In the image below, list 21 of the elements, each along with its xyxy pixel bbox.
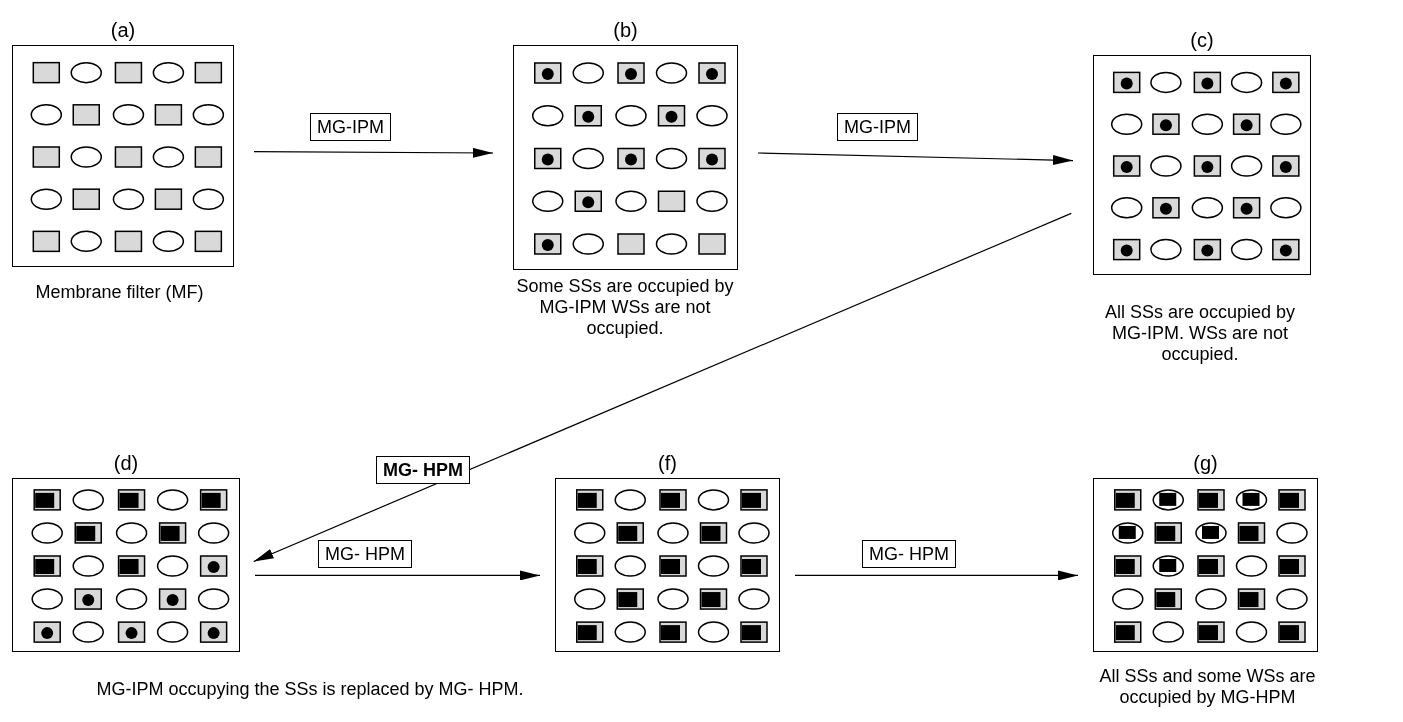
panel-label: (c) <box>1189 28 1215 52</box>
panel-caption: Some SSs are occupied by MG-IPM WSs are not occupied. <box>515 276 735 339</box>
edge-label: MG-IPM <box>310 113 391 141</box>
note-text: MG-IPM occupying the SSs is replaced by MG- HPM. <box>95 679 525 700</box>
edge-label: MG- HPM <box>318 540 412 568</box>
arrow <box>794 570 1079 581</box>
edge-label: MG-IPM <box>837 113 918 141</box>
panel-caption: All SSs are occupied by MG-IPM. WSs are not occupied. <box>1103 302 1297 365</box>
edge-label: MG- HPM <box>862 540 956 568</box>
arrow <box>253 212 1072 563</box>
panel-caption: All SSs and some WSs are occupied by MG-HPM <box>1098 666 1317 708</box>
arrow <box>254 570 541 581</box>
panel-label: (g) <box>1192 451 1219 475</box>
arrow <box>253 147 494 158</box>
edge-label: MG- HPM <box>376 456 470 484</box>
panel-caption: Membrane filter (MF) <box>34 282 205 303</box>
arrow <box>757 152 1074 166</box>
panel-label: (f) <box>657 451 678 475</box>
panel-label: (d) <box>112 451 140 475</box>
panel-label: (b) <box>612 18 639 42</box>
panel-label: (a) <box>109 18 137 42</box>
